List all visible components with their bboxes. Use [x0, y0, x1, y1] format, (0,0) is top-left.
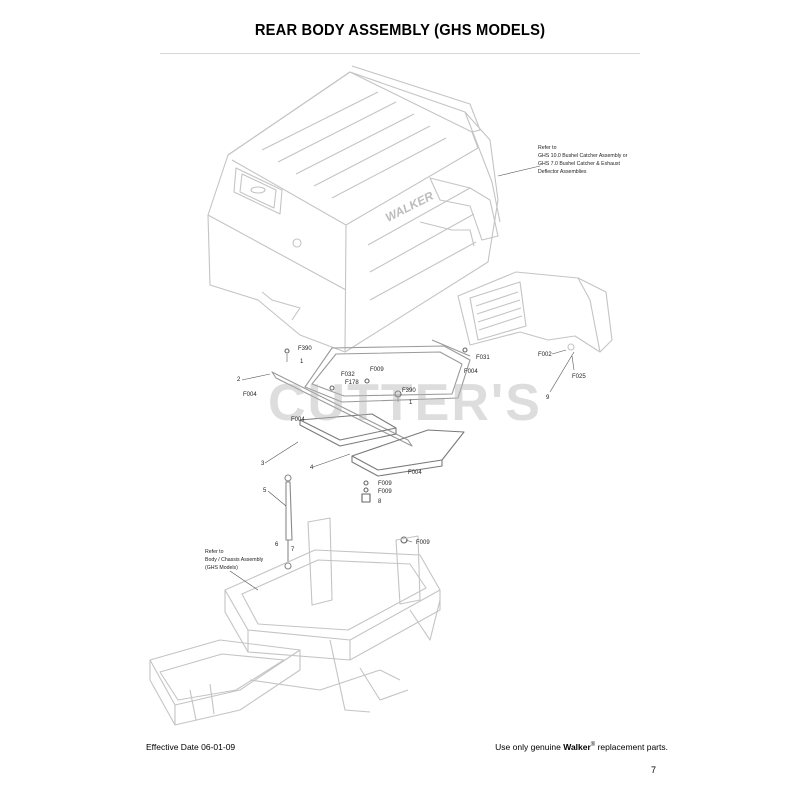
label-F390b: F390 [402, 388, 416, 394]
label-F031: F031 [476, 355, 490, 361]
title-divider [160, 53, 640, 54]
label-F004a: F004 [243, 392, 257, 398]
leader-lines [229, 165, 575, 591]
gas-strut [284, 474, 293, 570]
label-F004c: F004 [464, 369, 478, 375]
cover-panels [299, 413, 465, 477]
replacement-parts-note: Use only genuine Walker® replacement par… [495, 742, 668, 752]
label-8: 8 [378, 499, 382, 505]
label-F009a: F009 [370, 367, 384, 373]
label-F009d: F009 [416, 540, 430, 546]
label-F390a: F390 [298, 346, 312, 352]
label-F004b: F004 [291, 417, 305, 423]
svg-text:Refer to: Refer to [205, 549, 224, 555]
svg-text:Deflector Assemblies: Deflector Assemblies [538, 169, 587, 175]
label-3: 3 [261, 461, 265, 467]
effective-date: Effective Date 06-01-09 [146, 742, 236, 752]
note-chassis: Refer to Body / Chassis Assembly (GHS Mo… [205, 549, 264, 571]
svg-text:GHS 7.0 Bushel Catcher & Exhau: GHS 7.0 Bushel Catcher & Exhaust [538, 161, 620, 167]
label-2: 2 [237, 377, 241, 383]
note-catcher: Refer to GHS 10.0 Bushel Catcher Assembl… [538, 145, 628, 175]
chassis-frame [149, 517, 441, 726]
label-F009c: F009 [378, 489, 392, 495]
label-F178: F178 [345, 380, 359, 386]
label-9: 9 [546, 395, 550, 401]
label-F002: F002 [538, 352, 552, 358]
label-F025: F025 [572, 374, 586, 380]
svg-text:Body / Chassis Assembly: Body / Chassis Assembly [205, 557, 264, 563]
label-5: 5 [263, 488, 267, 494]
lower-body-panel [457, 271, 613, 353]
rear-body-shell [207, 65, 501, 353]
fastener-marks [284, 347, 468, 544]
label-6: 6 [275, 542, 279, 548]
part-labels: F390 1 2 F004 F032 F178 F009 F390 1 F004… [237, 346, 586, 553]
label-1b: 1 [409, 400, 413, 406]
brand-name: Walker [563, 742, 591, 752]
label-F004d: F004 [408, 470, 422, 476]
label-F009b: F009 [378, 481, 392, 487]
svg-text:Refer to: Refer to [538, 145, 557, 151]
frame-bars [271, 339, 471, 447]
label-F032: F032 [341, 372, 355, 378]
svg-text:GHS 10.0 Bushel Catcher Assemb: GHS 10.0 Bushel Catcher Assembly or [538, 153, 628, 159]
label-7: 7 [291, 547, 295, 553]
label-1a: 1 [300, 359, 304, 365]
watermark-text: CUTTER'S [268, 374, 542, 432]
walker-body-logo: WALKER [383, 188, 436, 224]
page-title: REAR BODY ASSEMBLY (GHS MODELS) [254, 22, 546, 39]
svg-text:(GHS Models): (GHS Models) [205, 565, 238, 571]
page-number: 7 [650, 765, 656, 775]
label-4: 4 [310, 465, 314, 471]
